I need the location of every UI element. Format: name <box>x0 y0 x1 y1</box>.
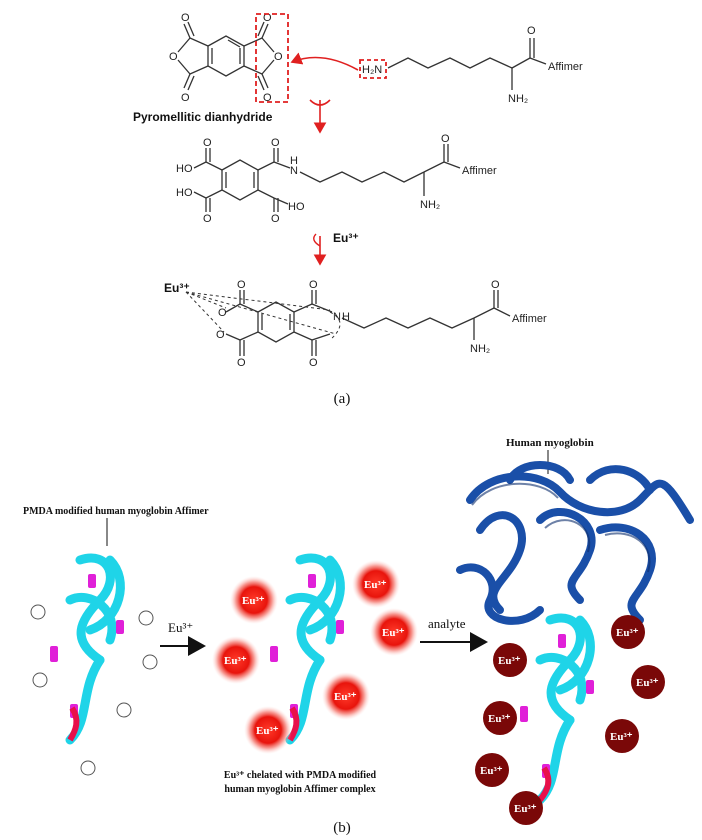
reaction-arrow-icon <box>313 233 321 247</box>
oxygen-atom-label: O <box>274 51 283 63</box>
oxygen-atom-label: O <box>441 133 450 145</box>
oxygen-atom-label: O <box>203 213 212 225</box>
amide-product-structure <box>193 144 461 212</box>
amino-group-label: NH₂ <box>508 93 528 105</box>
oxygen-atom-label: O <box>218 307 227 319</box>
oxygen-atom-label: O <box>309 357 318 369</box>
europium-arrow-label: Eu³⁺ <box>168 620 193 635</box>
oxygen-atom-label: O <box>181 92 190 104</box>
europium-ion-label: Eu³⁺ <box>636 677 659 689</box>
europium-ion-icon <box>475 615 665 825</box>
amino-group-label: NH₂ <box>420 199 440 211</box>
oxygen-atom-label: O <box>527 25 536 37</box>
complex-caption-line2: human myoglobin Affimer complex <box>224 784 375 795</box>
amide-nitrogen-label: N <box>290 165 298 177</box>
europium-ion-label: Eu³⁺ <box>364 579 387 591</box>
oxygen-atom-label: O <box>203 137 212 149</box>
europium-ion-label: Eu³⁺ <box>224 655 247 667</box>
complex-caption-line1: Eu³⁺ chelated with PMDA modified <box>224 770 377 781</box>
europium-ion-label: Eu³⁺ <box>498 655 521 667</box>
oxygen-atom-label: O <box>271 213 280 225</box>
panel-a: O O O O O O H₂N O Affimer NH₂ Pyromellit… <box>133 12 583 369</box>
affimer-label: Affimer <box>548 61 583 73</box>
affimer-protein-icon <box>30 553 158 776</box>
europium-ion-label: Eu³⁺ <box>382 627 405 639</box>
nucleophilic-attack-arrow <box>290 52 359 71</box>
europium-ion-label: Eu³⁺ <box>164 281 190 295</box>
chelated-affimer-protein-icon <box>270 553 345 745</box>
bound-affimer-protein-icon <box>520 613 595 805</box>
oxygen-atom-label: O <box>309 279 318 291</box>
oxygen-atom-label: O <box>169 51 178 63</box>
oxygen-atom-label: O <box>263 12 272 24</box>
europium-ion-label: Eu³⁺ <box>616 627 639 639</box>
europium-chelate-structure <box>185 290 511 356</box>
compound-name-label: Pyromellitic dianhydride <box>133 110 273 124</box>
affimer-label: Affimer <box>462 165 497 177</box>
panel-a-label: (a) <box>334 391 351 407</box>
reaction-arrow-icon <box>309 99 331 106</box>
oxygen-atom-label: O <box>181 12 190 24</box>
human-myoglobin-label: Human myoglobin <box>506 437 594 449</box>
analyte-arrow-label: analyte <box>428 616 466 631</box>
amide-nitrogen-label: N <box>333 311 341 323</box>
oxygen-atom-label: O <box>216 329 225 341</box>
europium-ion-label: Eu³⁺ <box>610 731 633 743</box>
amino-group-label: NH₂ <box>470 343 490 355</box>
europium-ion-label: Eu³⁺ <box>488 713 511 725</box>
europium-ion-label: Eu³⁺ <box>256 725 279 737</box>
europium-ion-icon <box>212 560 418 754</box>
oxygen-atom-label: O <box>237 279 246 291</box>
amide-hydrogen-label: H <box>342 311 350 323</box>
reactive-site-highlight <box>255 13 289 103</box>
hydroxyl-label: HO <box>176 187 193 199</box>
oxygen-atom-label: O <box>491 279 500 291</box>
pyromellitic-dianhydride-structure <box>177 21 275 91</box>
affimer-label: Affimer <box>512 313 547 325</box>
amine-group-label: H₂N <box>362 64 382 76</box>
oxygen-atom-label: O <box>237 357 246 369</box>
europium-ion-label: Eu³⁺ <box>514 803 537 815</box>
europium-ion-label: Eu³⁺ <box>334 691 357 703</box>
myoglobin-protein-icon <box>456 461 694 625</box>
oxygen-atom-label: O <box>271 137 280 149</box>
hydroxyl-label: HO <box>176 163 193 175</box>
europium-ion-label: Eu³⁺ <box>242 595 265 607</box>
panel-b-label: (b) <box>333 820 351 836</box>
hydroxyl-label: HO <box>288 201 305 213</box>
affimer-amine-chain <box>359 38 547 90</box>
europium-ion-label: Eu³⁺ <box>480 765 503 777</box>
oxygen-atom-label: O <box>263 92 272 104</box>
panel-b: Human myoglobin PMDA modified human myog… <box>23 437 694 825</box>
modified-affimer-label: PMDA modified human myoglobin Affimer <box>23 506 209 517</box>
amide-hydrogen-label: H <box>290 155 298 167</box>
europium-reagent-label: Eu³⁺ <box>333 231 359 245</box>
